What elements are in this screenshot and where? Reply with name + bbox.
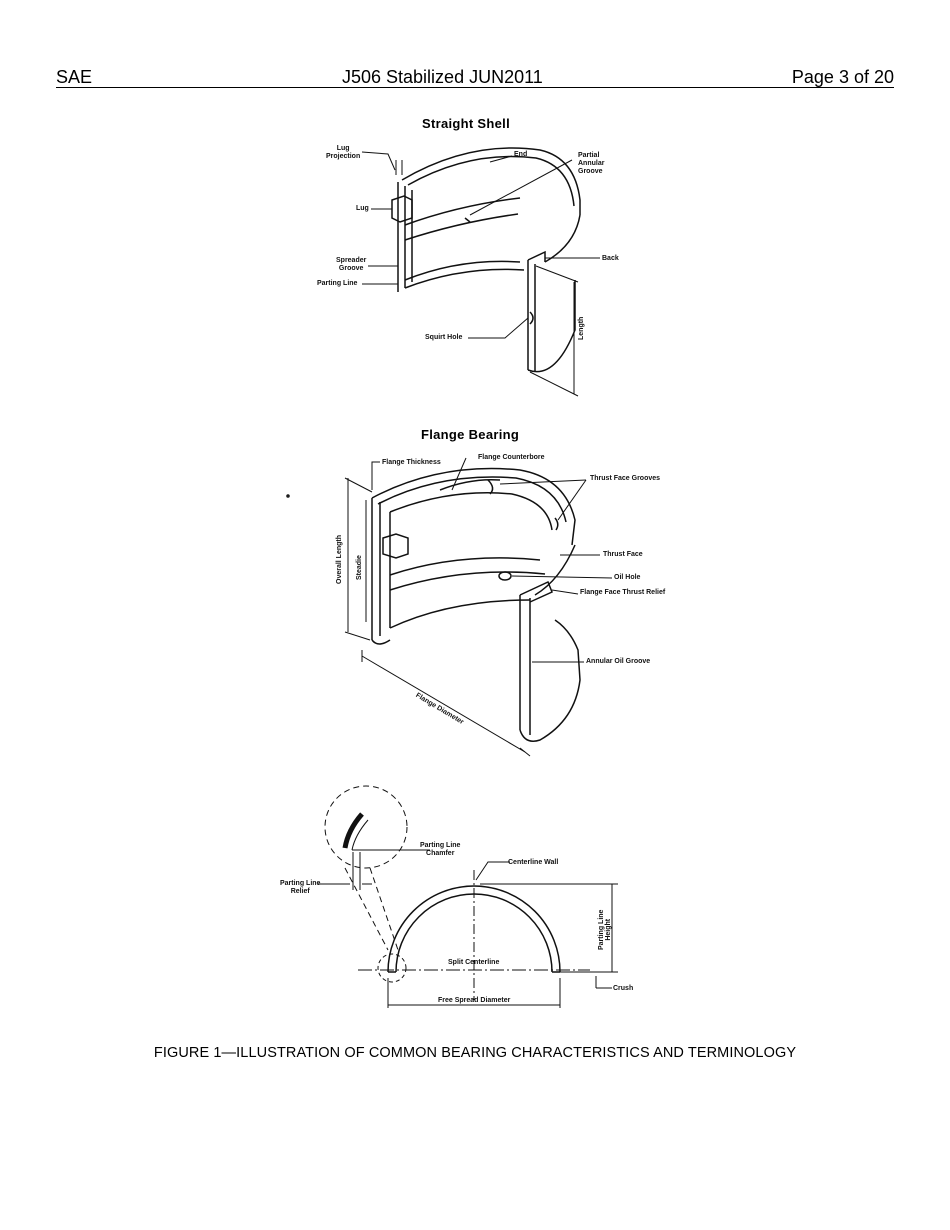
label-parting-line-relief: Parting Line Relief (280, 880, 321, 895)
label-lug-projection: Lug Projection (326, 145, 361, 160)
label-steadie: Steadie (356, 555, 363, 580)
label-centerline-wall: Centerline Wall (508, 859, 559, 866)
label-thrust-face: Thrust Face (603, 551, 643, 558)
straight-shell-drawing (361, 147, 600, 397)
figure-caption: FIGURE 1—ILLUSTRATION OF COMMON BEARING … (153, 1045, 797, 1061)
straight-shell-title: Straight Shell (422, 116, 510, 131)
flange-bearing-drawing (286, 457, 613, 757)
half-shell-drawing (318, 785, 618, 1008)
label-overall-length: Overall Length (336, 534, 343, 584)
header-page-number: Page 3 of 20 (791, 67, 894, 87)
label-parting-line-chamfer: Parting Line Chamfer (420, 842, 461, 857)
label-split-centerline: Split Centerline (448, 959, 500, 966)
label-oil-hole: Oil Hole (614, 574, 641, 581)
header-title: J506 Stabilized JUN2011 (342, 67, 543, 87)
label-length: Length (578, 316, 585, 340)
label-partial-annular-groove: Partial Annular Groove (578, 152, 605, 175)
label-spreader-groove: Spreader Groove (336, 257, 367, 272)
header-rule (56, 87, 894, 88)
label-lug: Lug (356, 205, 369, 212)
label-flange-face-thrust-relief: Flange Face Thrust Relief (580, 589, 666, 596)
label-flange-counterbore: Flange Counterbore (478, 454, 545, 461)
label-free-spread-diameter: Free Spread Diameter (438, 997, 511, 1004)
label-parting-line-height: Parting Line Height (598, 909, 612, 950)
label-squirt-hole: Squirt Hole (425, 334, 463, 341)
label-parting-line: Parting Line (317, 280, 358, 287)
label-thrust-face-grooves: Thrust Face Grooves (590, 475, 661, 482)
header-left: SAE (56, 67, 93, 87)
flange-bearing-title: Flange Bearing (421, 427, 520, 442)
label-back: Back (602, 255, 619, 262)
label-end: End (514, 151, 528, 158)
label-annular-oil-groove: Annular Oil Groove (586, 658, 651, 665)
label-flange-thickness: Flange Thickness (382, 459, 441, 466)
label-crush: Crush (613, 985, 634, 992)
